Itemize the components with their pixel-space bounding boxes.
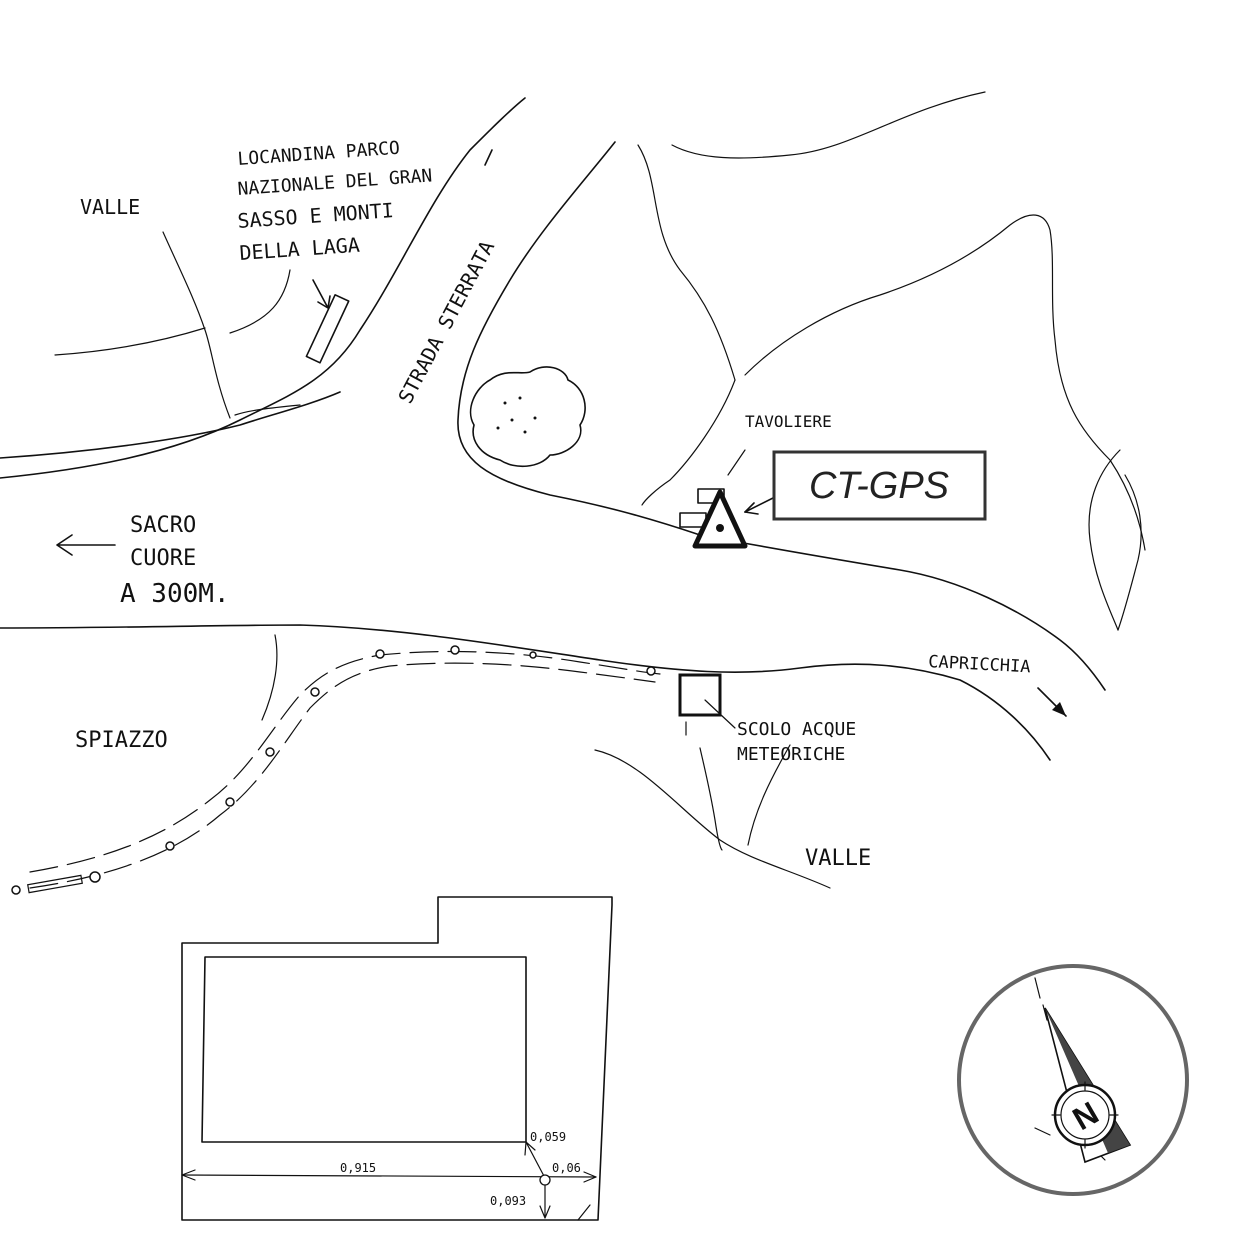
label-sacro-1: SACRO: [130, 513, 196, 538]
gps-label-box: [772, 450, 987, 521]
label-locandina-2: NAZIONALE DEL GRAN: [237, 165, 433, 200]
label-sacro-2: CUORE: [130, 546, 196, 571]
locandina-sign: [305, 279, 350, 364]
sacro-arrow: [56, 534, 116, 556]
dashed-track: [11, 645, 661, 895]
label-valle-nw: VALLE: [80, 195, 140, 219]
dim-0059: 0,059: [530, 1130, 566, 1144]
label-locandina-4: DELLA LAGA: [239, 233, 361, 265]
label-capricchia: CAPRICCHIA: [928, 652, 1031, 677]
building-plan: 0,059 0,915 0,06 0,093: [181, 896, 613, 1221]
gps-label: CT-GPS: [809, 465, 949, 507]
terrain-lines: [0, 91, 1146, 889]
label-valle-s: VALLE: [805, 846, 871, 871]
dim-006: 0,06: [552, 1161, 581, 1175]
label-scolo-2: METEORICHE: [737, 744, 845, 765]
label-locandina-3: SASSO E MONTI: [237, 198, 395, 233]
dim-0915: 0,915: [340, 1161, 376, 1175]
label-spiazzo: SPIAZZO: [75, 728, 168, 753]
scolo-drain-box: [678, 673, 736, 729]
label-locandina-1: LOCANDINA PARCO: [237, 138, 401, 170]
bush-cluster: [469, 366, 586, 468]
label-scolo-1: SCOLO ACQUE: [737, 719, 856, 740]
compass: N: [957, 964, 1189, 1196]
label-tavoliere: TAVOLIERE: [745, 412, 832, 431]
capricchia-arrow: [1037, 687, 1067, 717]
dim-0093: 0,093: [490, 1194, 526, 1208]
label-sacro-3: A 300M.: [120, 579, 230, 609]
gps-marker: CT-GPS: [692, 450, 987, 549]
label-strada: STRADA STERRATA: [393, 237, 499, 408]
